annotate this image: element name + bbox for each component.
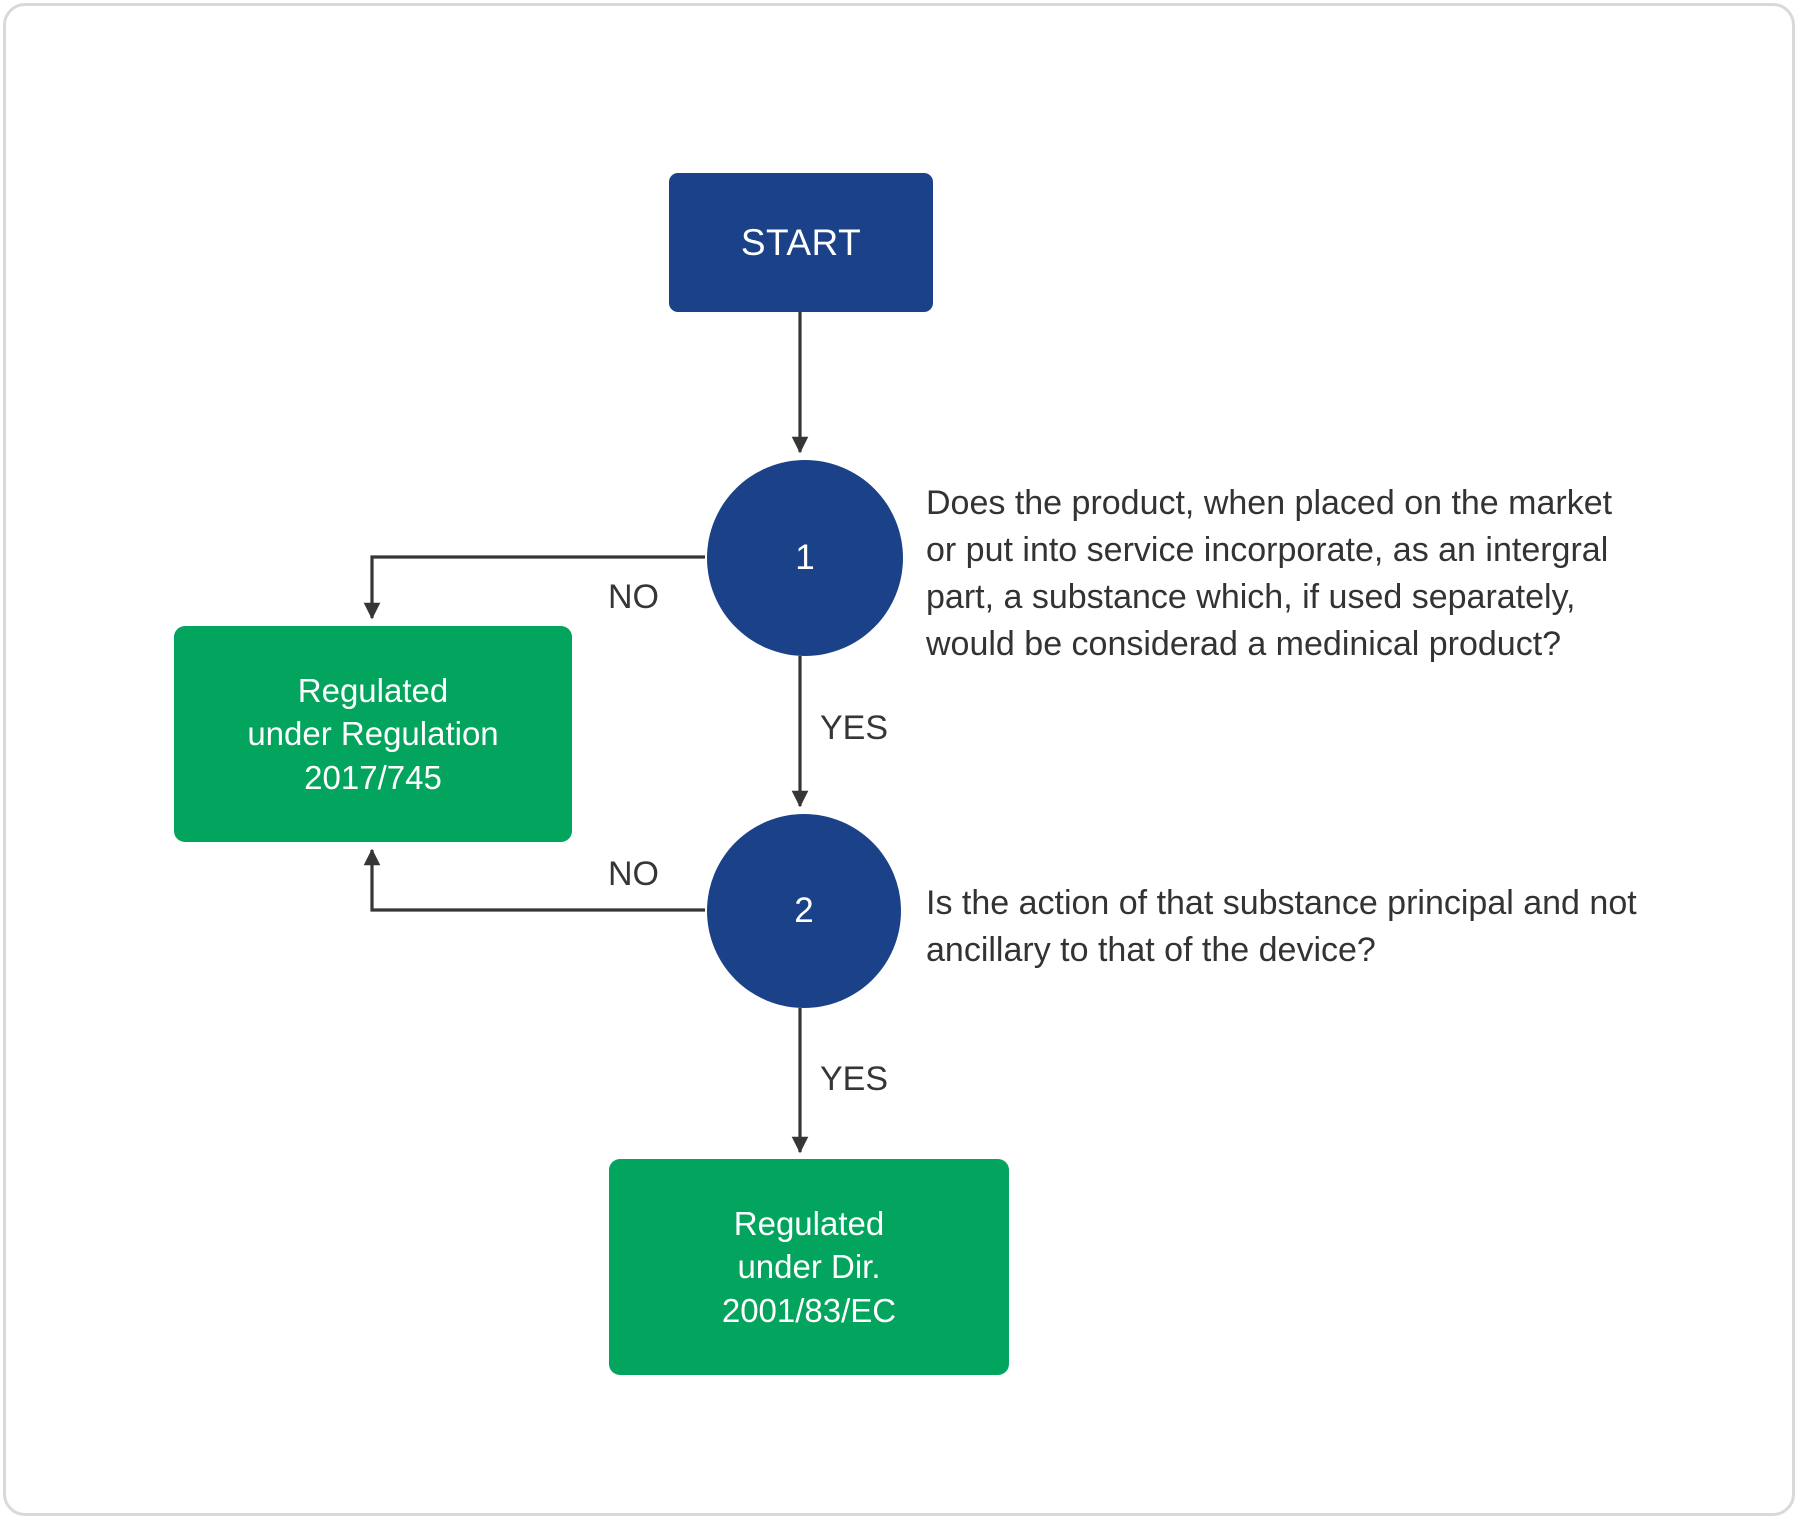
- node-start-label: START: [740, 221, 862, 263]
- question-text-decision-2: Is the action of that substance principa…: [926, 884, 1637, 969]
- node-outcome-directive-2001-83-ec-label: Regulated under Dir. 2001/83/EC: [721, 1204, 897, 1329]
- node-outcome-regulation-2017-745-label: Regulated under Regulation 2017/745: [247, 671, 499, 796]
- node-decision-1-label: 1: [795, 538, 815, 577]
- node-decision-2[interactable]: 2: [707, 814, 901, 1008]
- edge-label-decision-2-yes: YES: [820, 1060, 889, 1098]
- node-outcome-regulation-2017-745[interactable]: Regulated under Regulation 2017/745: [174, 626, 572, 842]
- question-text-decision-1: Does the product, when placed on the mar…: [926, 484, 1613, 663]
- node-decision-2-label: 2: [794, 891, 814, 930]
- edge-label-decision-1-yes: YES: [820, 709, 889, 747]
- node-start[interactable]: START: [669, 173, 933, 312]
- edge-label-decision-2-no: NO: [608, 855, 659, 893]
- node-outcome-directive-2001-83-ec[interactable]: Regulated under Dir. 2001/83/EC: [609, 1159, 1009, 1375]
- node-decision-1[interactable]: 1: [707, 460, 903, 656]
- edge-label-decision-1-no: NO: [608, 578, 659, 616]
